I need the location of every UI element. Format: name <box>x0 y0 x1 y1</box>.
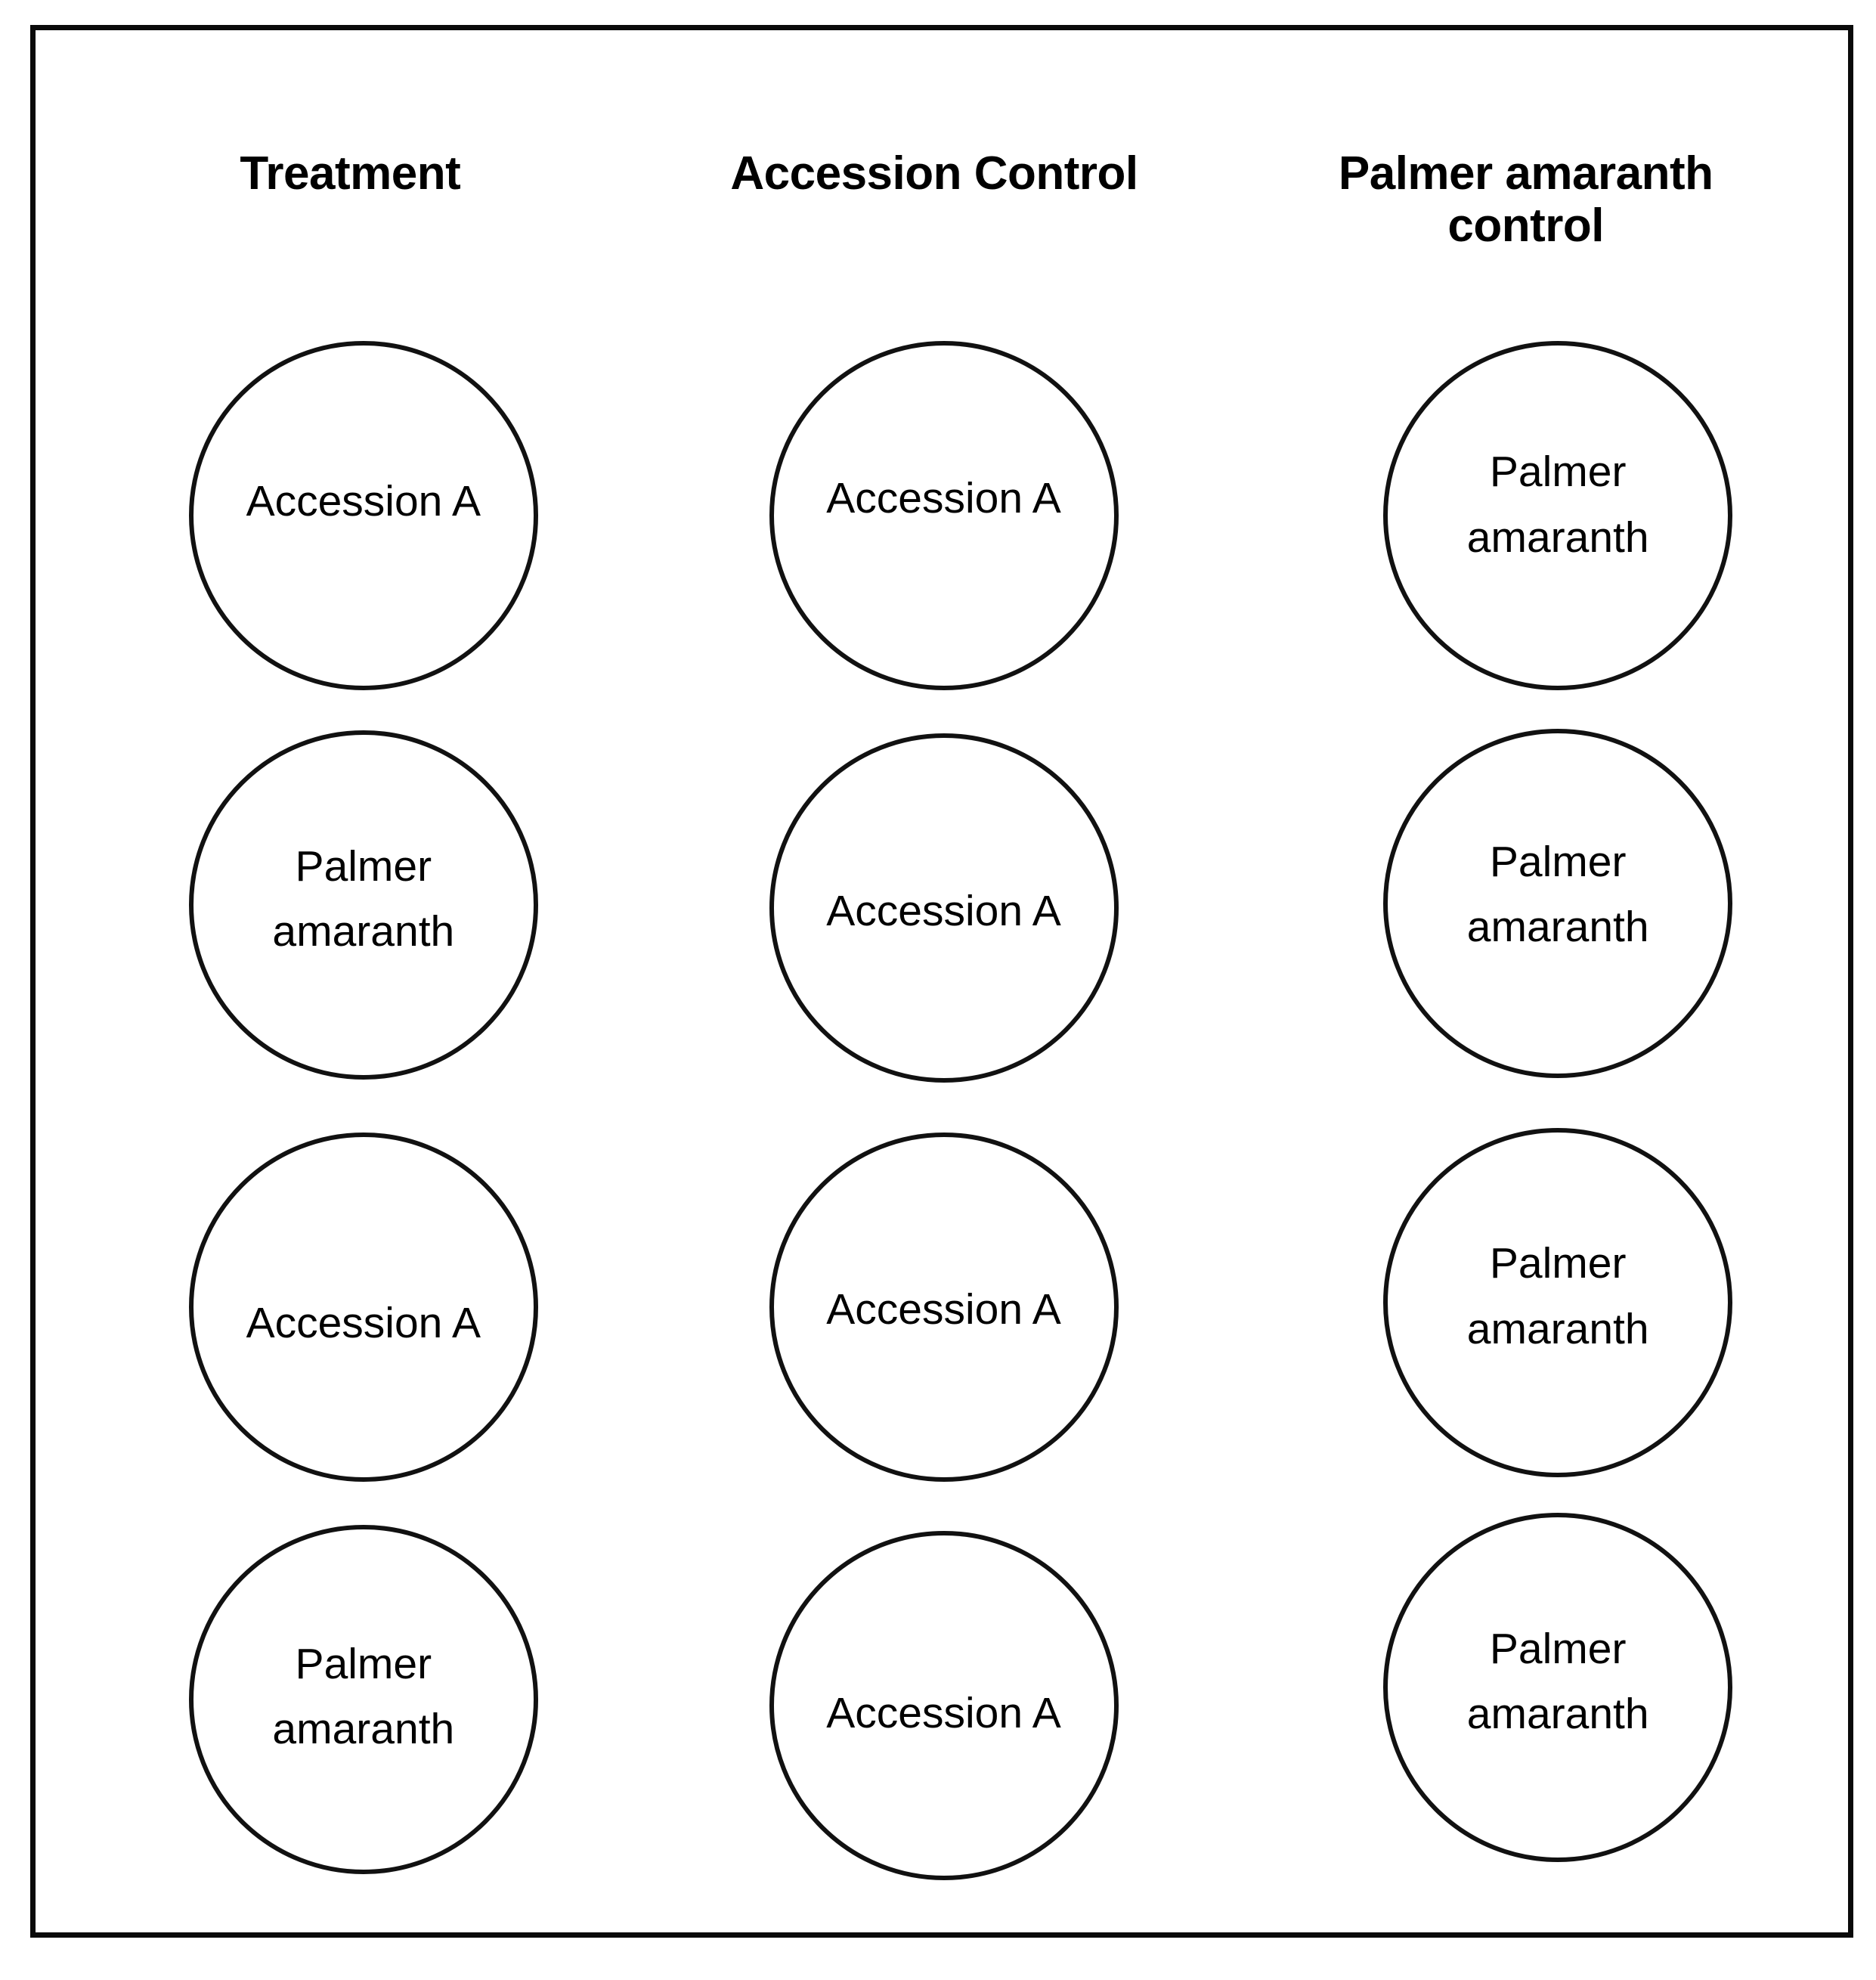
pot-circle: Accession A <box>769 733 1119 1083</box>
pot-cell-r2c2: Accession A <box>654 709 1242 1108</box>
pot-label: Palmer amaranth <box>272 1639 455 1754</box>
pot-circle: Accession A <box>188 1132 538 1482</box>
pot-label: Palmer amaranth <box>1466 1239 1649 1353</box>
pot-label: Palmer amaranth <box>1466 1624 1649 1739</box>
figure-content: Treatment Accession Control Palmer amara… <box>36 30 1848 1932</box>
pot-cell-r1c3: Palmer amaranth <box>1241 310 1848 709</box>
pot-label: Accession A <box>246 477 481 526</box>
pot-cell-r1c1: Accession A <box>36 310 654 709</box>
pot-grid: Accession A Accession A Palmer amaranth <box>36 310 1848 1905</box>
column-header-row: Treatment Accession Control Palmer amara… <box>36 147 1848 314</box>
column-header-treatment: Treatment <box>240 147 461 200</box>
pot-cell-r4c3: Palmer amaranth <box>1241 1507 1848 1906</box>
pot-circle: Palmer amaranth <box>1383 1513 1733 1863</box>
pot-circle: Accession A <box>769 340 1119 690</box>
pot-grid-row: Accession A Accession A Palmer amaranth <box>36 1108 1848 1507</box>
pot-cell-r1c2: Accession A <box>654 310 1242 709</box>
pot-label: Palmer amaranth <box>1466 837 1649 952</box>
pot-cell-r2c1: Palmer amaranth <box>36 709 654 1108</box>
figure-border: Treatment Accession Control Palmer amara… <box>30 25 1853 1938</box>
pot-label: Accession A <box>826 1285 1061 1334</box>
pot-label: Palmer amaranth <box>1466 448 1649 562</box>
pot-grid-row: Palmer amaranth Accession A Palmer amara… <box>36 1507 1848 1906</box>
pot-circle: Palmer amaranth <box>1383 1127 1733 1477</box>
pot-grid-row: Accession A Accession A Palmer amaranth <box>36 310 1848 709</box>
pot-cell-r4c2: Accession A <box>654 1507 1242 1906</box>
pot-label: Accession A <box>246 1299 481 1348</box>
pot-grid-row: Palmer amaranth Accession A Palmer amara… <box>36 709 1848 1108</box>
pot-cell-r4c1: Palmer amaranth <box>36 1507 654 1906</box>
pot-label: Palmer amaranth <box>272 841 455 956</box>
column-header-palmer-amaranth-control: Palmer amaranth control <box>1338 147 1713 253</box>
pot-circle: Accession A <box>769 1531 1119 1881</box>
pot-circle: Palmer amaranth <box>188 1525 538 1875</box>
pot-circle: Palmer amaranth <box>1383 729 1733 1079</box>
pot-circle: Palmer amaranth <box>1383 340 1733 690</box>
pot-cell-r3c3: Palmer amaranth <box>1241 1108 1848 1507</box>
pot-circle: Accession A <box>769 1132 1119 1482</box>
pot-circle: Accession A <box>188 340 538 690</box>
pot-cell-r3c2: Accession A <box>654 1108 1242 1507</box>
pot-circle: Palmer amaranth <box>188 730 538 1080</box>
column-header-accession-control: Accession Control <box>730 147 1138 200</box>
pot-cell-r2c3: Palmer amaranth <box>1241 709 1848 1108</box>
pot-label: Accession A <box>826 474 1061 523</box>
pot-cell-r3c1: Accession A <box>36 1108 654 1507</box>
pot-label: Accession A <box>826 886 1061 935</box>
pot-label: Accession A <box>826 1688 1061 1737</box>
